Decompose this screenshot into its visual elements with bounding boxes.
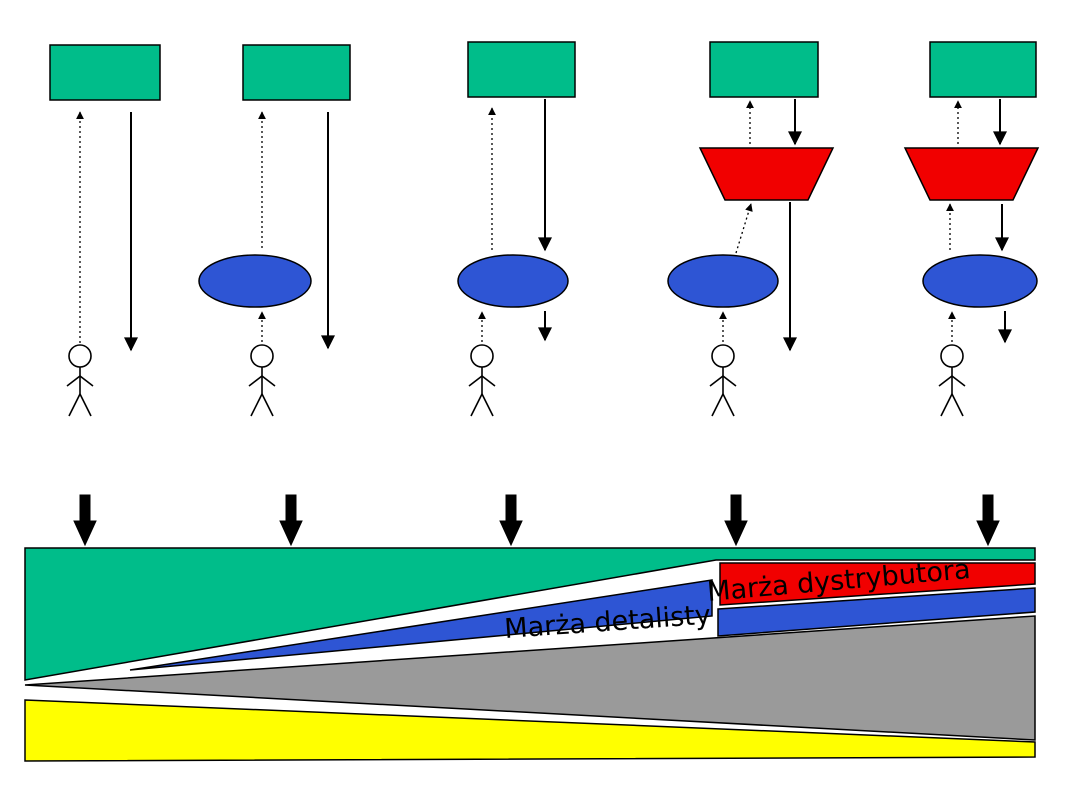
channel-pointer-arrow (279, 494, 303, 546)
distributor-trapezoid (698, 147, 835, 201)
channel-pointer-arrows (73, 494, 1000, 546)
retailer-margin-wedge-right (717, 587, 1036, 637)
consumer-figure (468, 344, 496, 417)
yellow-band (24, 699, 1036, 762)
producer-box (49, 44, 161, 101)
consumer-figure (66, 344, 94, 417)
distributor-trapezoid (903, 147, 1040, 201)
retailer-ellipse (922, 254, 1038, 308)
channel-2 (198, 44, 351, 417)
order-flow-arrow (735, 203, 753, 254)
margin-chart: Marża detalisty Marża dystrybutora (24, 547, 1036, 762)
channel-4 (667, 41, 835, 417)
producer-box (467, 41, 576, 98)
retailer-margin-wedge-left (129, 579, 713, 671)
retailer-ellipse (198, 254, 312, 308)
producer-box (242, 44, 351, 101)
retailer-margin-label: Marża detalisty (503, 600, 711, 645)
channel-pointer-arrow (499, 494, 523, 546)
channel-pointer-arrow (976, 494, 1000, 546)
producer-box (709, 41, 819, 98)
retailer-ellipse (457, 254, 569, 308)
consumer-figure (938, 344, 966, 417)
channel-1 (49, 44, 161, 417)
channel-pointer-arrow (73, 494, 97, 546)
green-wedge (24, 547, 1036, 681)
channel-pointer-arrow (724, 494, 748, 546)
retailer-ellipse (667, 254, 779, 308)
channel-5 (903, 41, 1040, 417)
distributor-margin-wedge (719, 562, 1036, 606)
consumer-figure (248, 344, 276, 417)
producer-box (929, 41, 1037, 98)
consumer-figure (709, 344, 737, 417)
channel-3 (457, 41, 576, 417)
gray-wedge (24, 615, 1036, 741)
